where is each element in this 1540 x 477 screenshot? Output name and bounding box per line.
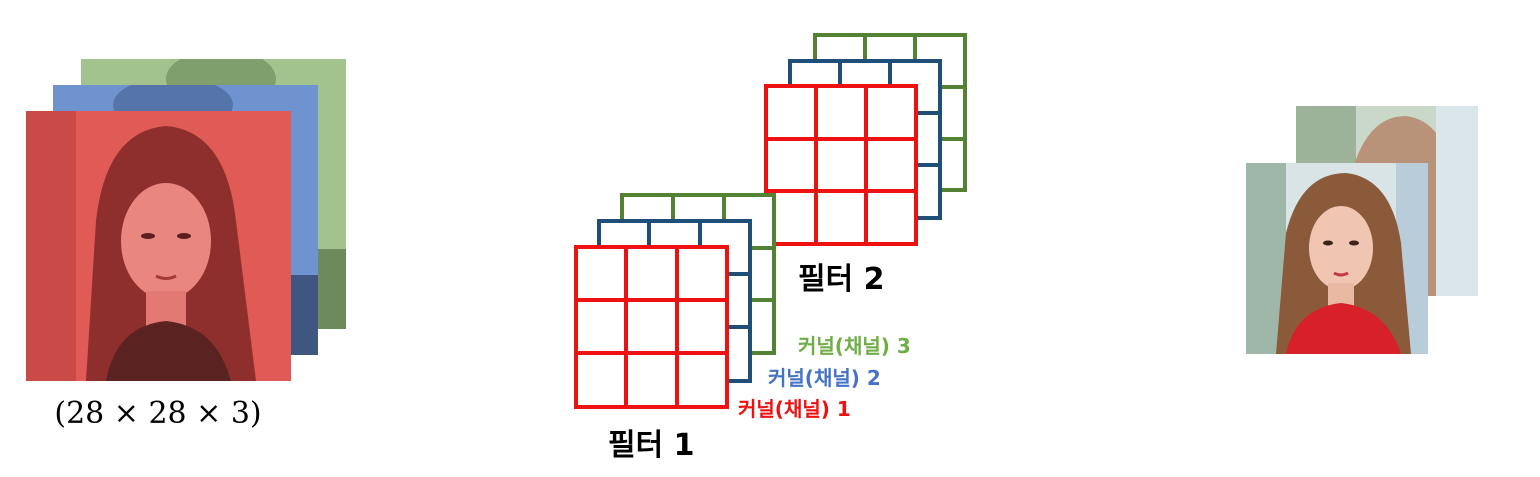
filter1-kernel-red [574,245,729,409]
input-channel-red [26,111,291,381]
input-dimension-label: (28 × 28 × 3) [54,396,262,431]
filter2-kernel-red [764,84,918,246]
kernel-label-channel-2: 커널(채널) 2 [768,366,881,390]
portrait-photo-red [26,111,291,381]
filter1-title: 필터 1 [608,428,695,463]
filter2-title: 필터 2 [798,262,885,297]
kernel-label-channel-3: 커널(채널) 3 [798,334,911,358]
output-feature-map-1 [1246,163,1428,354]
kernel-label-channel-1: 커널(채널) 1 [738,397,851,421]
